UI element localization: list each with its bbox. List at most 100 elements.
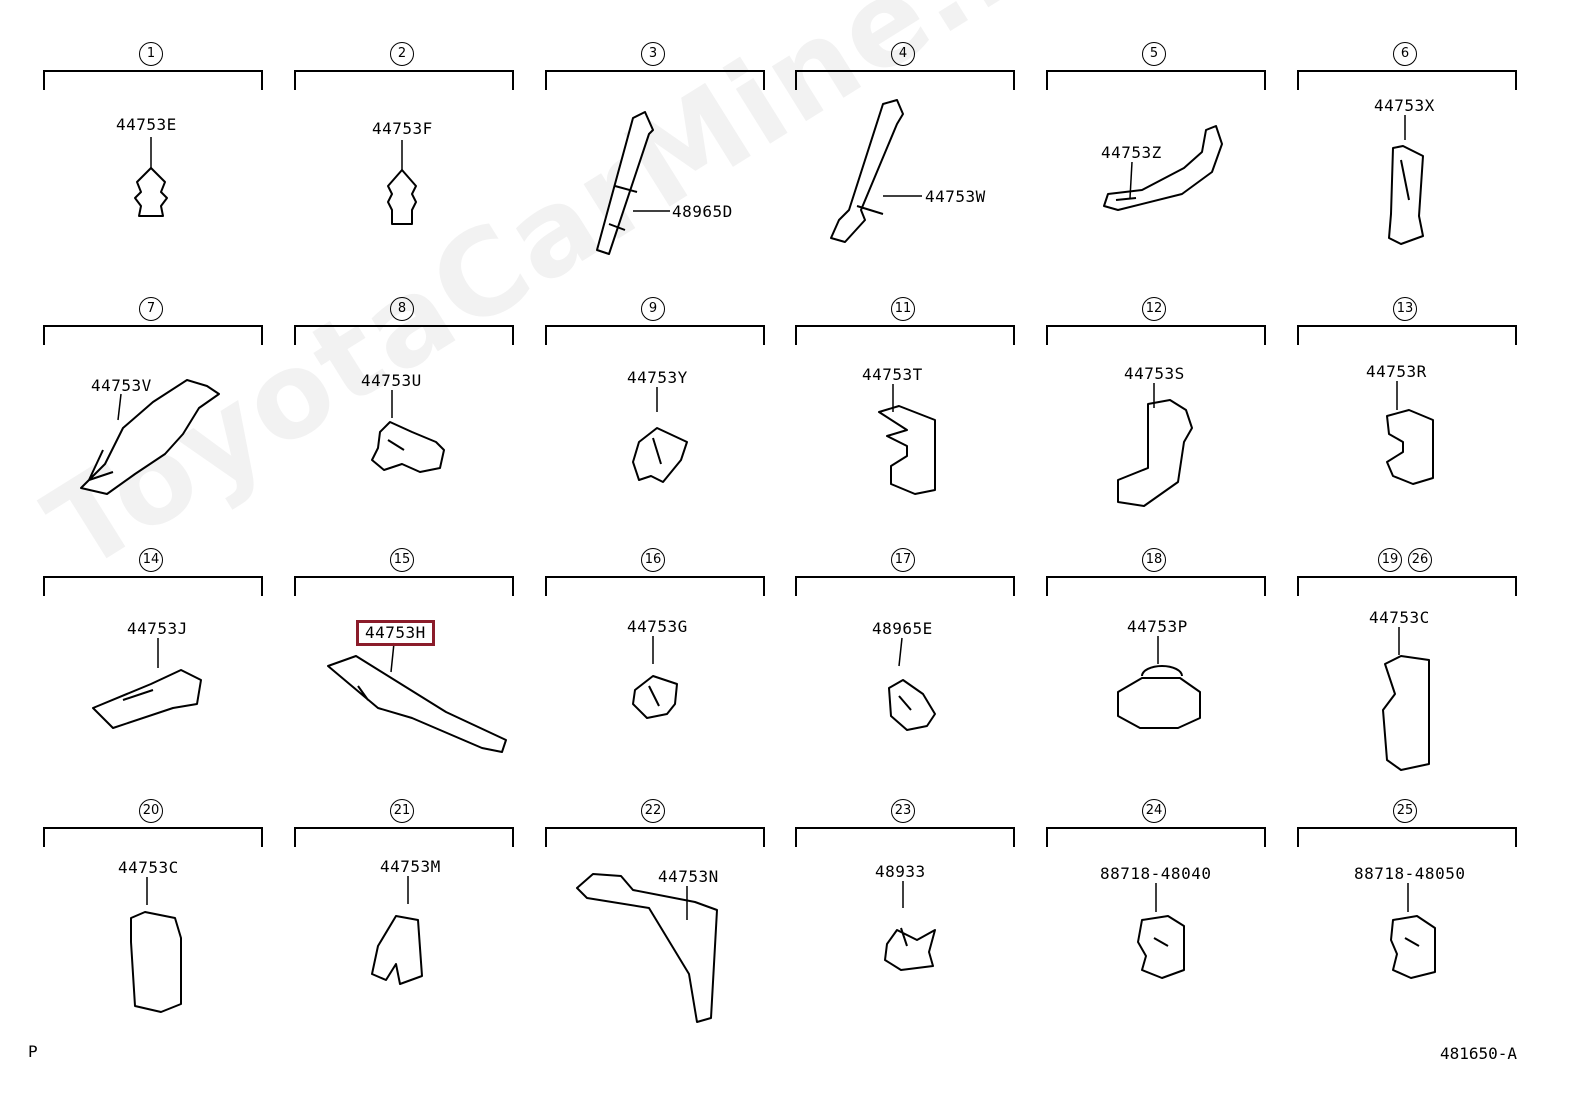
part-number[interactable]: 44753G	[627, 617, 688, 636]
group-bracket	[545, 325, 765, 345]
part-number[interactable]: 44753U	[361, 371, 422, 390]
part-illustration	[576, 873, 718, 1023]
callout-number: 1	[139, 42, 163, 66]
callout-number: 18	[1142, 548, 1166, 572]
callout-numbers: 25	[1297, 799, 1513, 823]
callout-numbers: 12	[1046, 297, 1262, 321]
callout-numbers: 13	[1297, 297, 1513, 321]
callout-number: 3	[641, 42, 665, 66]
part-cell-9: 9 44753Y	[545, 255, 800, 510]
callout-number: 24	[1142, 799, 1166, 823]
callout-number: 8	[390, 297, 414, 321]
part-number[interactable]: 48933	[875, 862, 926, 881]
part-illustration	[830, 99, 922, 243]
part-number-highlighted[interactable]: 44753H	[356, 620, 435, 646]
part-cell-11: 11 44753T	[795, 255, 1050, 510]
part-illustration	[92, 638, 202, 729]
group-bracket	[1046, 70, 1266, 90]
part-illustration	[632, 387, 688, 483]
part-number[interactable]: 44753R	[1366, 362, 1427, 381]
callout-number: 5	[1142, 42, 1166, 66]
part-number[interactable]: 44753Y	[627, 368, 688, 387]
part-cell-17: 17 48965E	[795, 506, 1050, 761]
part-cell-3: 3 48965D	[545, 0, 800, 255]
callout-numbers: 15	[294, 548, 510, 572]
part-illustration	[134, 137, 168, 217]
part-illustration	[130, 877, 182, 1013]
part-number[interactable]: 44753Z	[1101, 143, 1162, 162]
part-number[interactable]: 44753C	[1369, 608, 1430, 627]
part-illustration	[1103, 125, 1223, 211]
part-number[interactable]: 48965D	[672, 202, 733, 221]
part-cell-12: 12 44753S	[1046, 255, 1301, 510]
part-number[interactable]: 44753V	[91, 376, 152, 395]
callout-number: 26	[1408, 548, 1432, 572]
part-number[interactable]: 44753M	[380, 857, 441, 876]
callout-numbers: 17	[795, 548, 1011, 572]
callout-numbers: 24	[1046, 799, 1262, 823]
group-bracket	[1297, 70, 1517, 90]
part-cell-13: 13 44753R	[1297, 255, 1552, 510]
part-number[interactable]: 44753W	[925, 187, 986, 206]
part-number[interactable]: 44753P	[1127, 617, 1188, 636]
callout-numbers: 5	[1046, 42, 1262, 66]
part-number[interactable]: 88718-48040	[1100, 864, 1212, 883]
callout-number: 11	[891, 297, 915, 321]
callout-numbers: 7	[43, 297, 259, 321]
part-illustration	[632, 636, 678, 719]
callout-numbers: 21	[294, 799, 510, 823]
group-bracket	[795, 827, 1015, 847]
group-bracket	[545, 576, 765, 596]
callout-number: 22	[641, 799, 665, 823]
part-illustration	[1382, 627, 1430, 771]
part-number[interactable]: 44753E	[116, 115, 177, 134]
part-illustration	[888, 637, 936, 731]
group-bracket	[294, 325, 514, 345]
part-illustration	[1137, 883, 1185, 979]
group-bracket	[1297, 325, 1517, 345]
part-cell-25: 25 88718-48050	[1297, 757, 1552, 1012]
group-bracket	[43, 325, 263, 345]
group-bracket	[1297, 827, 1517, 847]
part-number[interactable]: 44753S	[1124, 364, 1185, 383]
part-number[interactable]: 44753X	[1374, 96, 1435, 115]
callout-number: 21	[390, 799, 414, 823]
part-number[interactable]: 44753F	[372, 119, 433, 138]
part-illustration	[1390, 883, 1436, 979]
part-illustration	[371, 876, 423, 985]
callout-number: 9	[641, 297, 665, 321]
leader-line	[117, 393, 122, 421]
part-number[interactable]: 44753C	[118, 858, 179, 877]
callout-numbers: 8	[294, 297, 510, 321]
callout-numbers: 22	[545, 799, 761, 823]
part-number[interactable]: 44753J	[127, 619, 188, 638]
part-cell-7: 7 44753V	[43, 255, 298, 510]
group-bracket	[795, 325, 1015, 345]
part-number[interactable]: 48965E	[872, 619, 933, 638]
part-cell-14: 14 44753J	[43, 506, 298, 761]
group-bracket	[294, 70, 514, 90]
group-bracket	[795, 576, 1015, 596]
part-cell-6: 6 44753X	[1297, 0, 1552, 255]
callout-numbers: 6	[1297, 42, 1513, 66]
callout-number: 15	[390, 548, 414, 572]
part-illustration	[1386, 381, 1434, 485]
part-number[interactable]: 44753N	[658, 867, 719, 886]
callout-number: 14	[139, 548, 163, 572]
callout-numbers: 20	[43, 799, 259, 823]
part-number[interactable]: 44753T	[862, 365, 923, 384]
part-illustration	[596, 111, 670, 255]
group-bracket	[43, 70, 263, 90]
part-number[interactable]: 88718-48050	[1354, 864, 1466, 883]
callout-number: 25	[1393, 799, 1417, 823]
group-bracket	[1046, 827, 1266, 847]
group-bracket	[1046, 576, 1266, 596]
callout-numbers: 11	[795, 297, 1011, 321]
group-bracket	[294, 576, 514, 596]
callout-number: 13	[1393, 297, 1417, 321]
